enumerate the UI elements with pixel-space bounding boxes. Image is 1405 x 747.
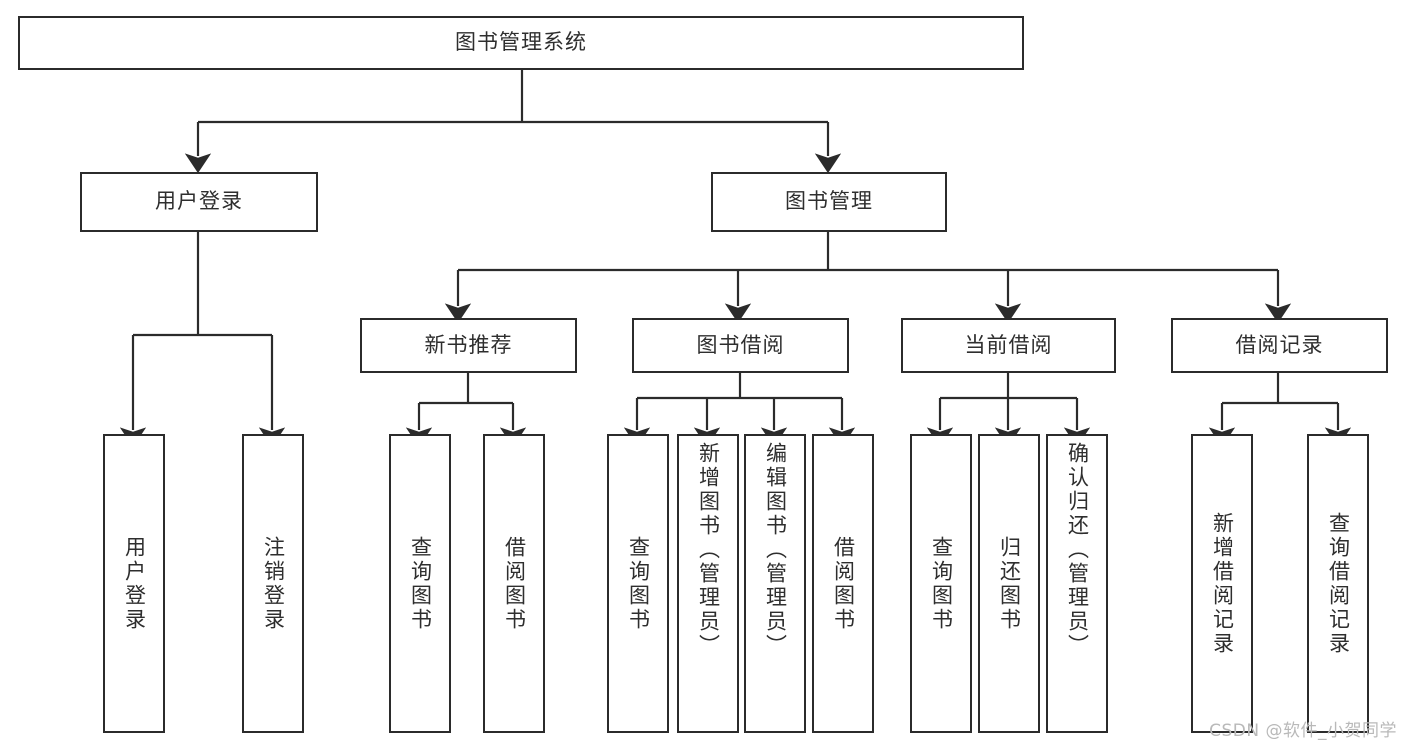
node-user-login[interactable]: 用户登录: [80, 172, 318, 232]
leaf-label: 查询图书: [408, 535, 433, 632]
leaf-user-login[interactable]: 用户登录: [103, 434, 165, 733]
leaf-label: 新增借阅记录: [1210, 511, 1235, 656]
leaf-query-borrow-record[interactable]: 查询借阅记录: [1307, 434, 1369, 733]
node-label: 新书推荐: [424, 332, 513, 357]
leaf-edit-book-admin[interactable]: 编辑图书（管理员）: [744, 434, 806, 733]
leaf-label: 查询图书: [626, 535, 651, 632]
leaf-label: 借阅图书: [831, 535, 856, 632]
node-label: 图书管理系统: [455, 30, 587, 55]
leaf-add-borrow-record[interactable]: 新增借阅记录: [1191, 434, 1253, 733]
leaf-label: 查询图书: [929, 535, 954, 632]
node-label: 图书管理: [785, 189, 873, 214]
node-root-system[interactable]: 图书管理系统: [18, 16, 1024, 70]
leaf-borrow-book[interactable]: 借阅图书: [812, 434, 874, 733]
leaf-return-book[interactable]: 归还图书: [978, 434, 1040, 733]
node-current-borrow[interactable]: 当前借阅: [901, 318, 1116, 373]
node-book-borrow[interactable]: 图书借阅: [632, 318, 849, 373]
node-label: 图书借阅: [696, 332, 785, 357]
leaf-label: 确认归还（管理员）: [1065, 442, 1090, 658]
leaf-query-book-borrow[interactable]: 查询图书: [607, 434, 669, 733]
leaf-label: 编辑图书（管理员）: [763, 442, 788, 658]
node-book-management[interactable]: 图书管理: [711, 172, 947, 232]
leaf-label: 借阅图书: [502, 535, 527, 632]
node-borrow-record[interactable]: 借阅记录: [1171, 318, 1388, 373]
leaf-label: 归还图书: [997, 535, 1022, 632]
leaf-logout[interactable]: 注销登录: [242, 434, 304, 733]
leaf-label: 查询借阅记录: [1326, 511, 1351, 656]
leaf-borrow-book-recommend[interactable]: 借阅图书: [483, 434, 545, 733]
leaf-query-book-recommend[interactable]: 查询图书: [389, 434, 451, 733]
leaf-label: 用户登录: [122, 535, 147, 632]
leaf-label: 新增图书（管理员）: [696, 442, 721, 658]
node-label: 用户登录: [155, 189, 243, 214]
watermark-text: CSDN @软件_小贺同学: [1209, 721, 1397, 741]
node-new-book-recommend[interactable]: 新书推荐: [360, 318, 577, 373]
leaf-confirm-return-admin[interactable]: 确认归还（管理员）: [1046, 434, 1108, 733]
leaf-label: 注销登录: [261, 535, 286, 632]
node-label: 借阅记录: [1235, 332, 1324, 357]
leaf-query-book-current[interactable]: 查询图书: [910, 434, 972, 733]
leaf-add-book-admin[interactable]: 新增图书（管理员）: [677, 434, 739, 733]
node-label: 当前借阅: [964, 332, 1053, 357]
